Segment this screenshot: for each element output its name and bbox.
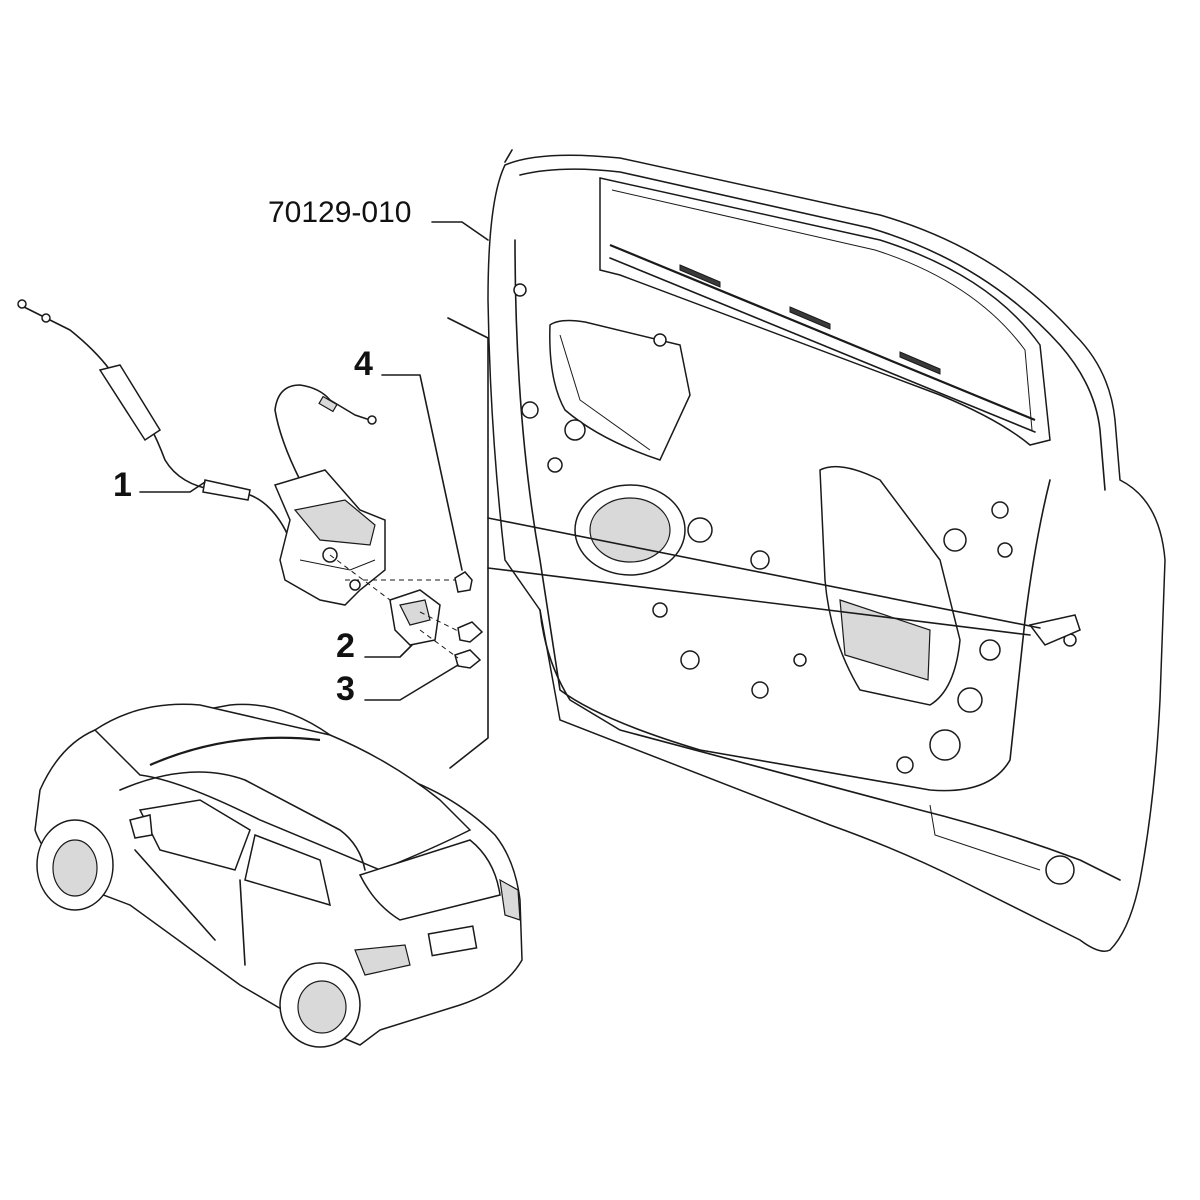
screw-4 bbox=[454, 571, 473, 593]
reference-number: 70129-010 bbox=[268, 196, 411, 229]
door-lock-assembly bbox=[17, 299, 484, 669]
detail-bracket bbox=[447, 317, 1041, 769]
callout-2: 2 bbox=[336, 627, 355, 665]
screw-3 bbox=[454, 649, 482, 669]
leader-lines bbox=[139, 221, 489, 701]
screw-2 bbox=[457, 621, 484, 643]
callout-4: 4 bbox=[354, 345, 373, 383]
callout-3: 3 bbox=[336, 670, 355, 708]
callout-1: 1 bbox=[113, 466, 132, 504]
vehicle-illustration bbox=[34, 703, 523, 1048]
door-panel bbox=[487, 149, 1166, 952]
